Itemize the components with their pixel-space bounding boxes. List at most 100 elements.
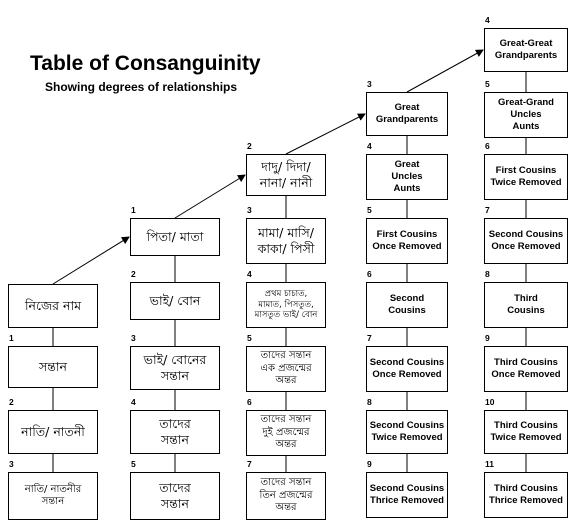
relationship-label: Third [514, 293, 538, 305]
relationship-label: First Cousins [376, 229, 438, 241]
diagram-subtitle: Showing degrees of relationships [45, 80, 238, 94]
relationship-label: সন্তান [161, 368, 189, 383]
relationship-label: Second Cousins [369, 483, 445, 495]
relationship-label: ভাই/ বোন [149, 293, 201, 309]
relationship-label: Great [394, 159, 420, 171]
degree-label: 8 [485, 269, 490, 279]
degree-label: 4 [367, 141, 372, 151]
relationship-box: মামা/ মাসি/কাকা/ পিসী [246, 218, 326, 264]
relationship-label: ভাই/ বোনের [143, 352, 207, 368]
relationship-box: সন্তান [8, 346, 98, 388]
relationship-label: সন্তান [161, 432, 189, 447]
relationship-label: Uncles [391, 171, 423, 183]
relationship-box: ভাই/ বোন [130, 282, 220, 320]
relationship-label: নিজের নাম [24, 298, 82, 314]
relationship-label: তাদের [159, 416, 191, 432]
degree-label: 7 [485, 205, 490, 215]
degree-label: 4 [485, 15, 490, 25]
relationship-label: তাদের সন্তান [260, 477, 312, 489]
ancestor-arrow [285, 113, 366, 155]
degree-label: 6 [485, 141, 490, 151]
relationship-label: Great-Great [499, 38, 553, 50]
relationship-label: Second Cousins [488, 229, 564, 241]
relationship-label: নাতি/ নাতনী [21, 424, 85, 440]
relationship-label: অন্তর [275, 439, 297, 451]
degree-label: 9 [485, 333, 490, 343]
degree-label: 6 [247, 397, 252, 407]
relationship-label: তাদের সন্তান [260, 350, 312, 362]
relationship-label: Second Cousins [369, 420, 445, 432]
ancestor-arrow [406, 49, 484, 93]
relationship-label: দাদু/ দিদা/ [261, 159, 311, 175]
relationship-label: First Cousins [495, 165, 557, 177]
relationship-box: নিজের নাম [8, 284, 98, 328]
degree-label: 11 [485, 459, 494, 469]
relationship-box: প্রথম চাচাত,মামাত, পিসতুত,মাসতুত ভাই/ বো… [246, 282, 326, 328]
degree-label: 10 [485, 397, 495, 407]
relationship-label: Third Cousins [494, 357, 558, 369]
degree-label: 5 [367, 205, 372, 215]
relationship-label: Aunts [512, 120, 540, 132]
relationship-label: Thrice Removed [370, 495, 444, 506]
relationship-label: নাতি/ নাতনীর [24, 483, 82, 495]
degree-label: 2 [247, 141, 252, 151]
ancestor-arrow [174, 174, 246, 219]
relationship-label: Cousins [507, 305, 545, 316]
relationship-label: Third Cousins [494, 420, 558, 432]
relationship-label: সন্তান [41, 496, 65, 507]
relationship-label: Twice Removed [371, 432, 443, 443]
relationship-label: Thrice Removed [489, 495, 563, 506]
relationship-label: তাদের [159, 480, 191, 496]
relationship-label: Second Cousins [369, 357, 445, 369]
degree-label: 7 [247, 459, 252, 469]
degree-label: 3 [131, 333, 136, 343]
degree-label: 8 [367, 397, 372, 407]
degree-label: 1 [131, 205, 136, 215]
relationship-label: তিন প্রজন্মের [259, 489, 313, 501]
degree-label: 6 [367, 269, 372, 279]
degree-label: 7 [367, 333, 372, 343]
degree-label: 2 [9, 397, 14, 407]
relationship-label: সন্তান [161, 496, 189, 511]
diagram-title: Table of Consanguinity [30, 52, 261, 75]
degree-label: 4 [131, 397, 136, 407]
relationship-box: নাতি/ নাতনী [8, 410, 98, 454]
relationship-label: Twice Removed [490, 177, 562, 188]
relationship-label: মাসতুত ভাই/ বোন [254, 310, 318, 321]
relationship-label: Once Removed [372, 241, 442, 252]
relationship-box: দাদু/ দিদা/নানা/ নানী [246, 154, 326, 196]
relationship-label: Great [394, 102, 420, 114]
degree-label: 2 [131, 269, 136, 279]
relationship-box: পিতা/ মাতা [130, 218, 220, 256]
relationship-label: Once Removed [491, 241, 561, 252]
relationship-label: Aunts [393, 182, 421, 194]
relationship-label: Once Removed [372, 369, 442, 380]
relationship-label: Great-Grand [498, 97, 554, 109]
relationship-label: অন্তর [275, 502, 297, 514]
relationship-label: সন্তান [39, 359, 67, 375]
relationship-label: Grandparents [375, 114, 439, 125]
relationship-label: কাকা/ পিসী [257, 241, 315, 256]
relationship-label: Grandparents [494, 50, 558, 61]
relationship-label: Cousins [388, 305, 426, 316]
degree-label: 9 [367, 459, 372, 469]
relationship-label: পিতা/ মাতা [146, 229, 204, 245]
